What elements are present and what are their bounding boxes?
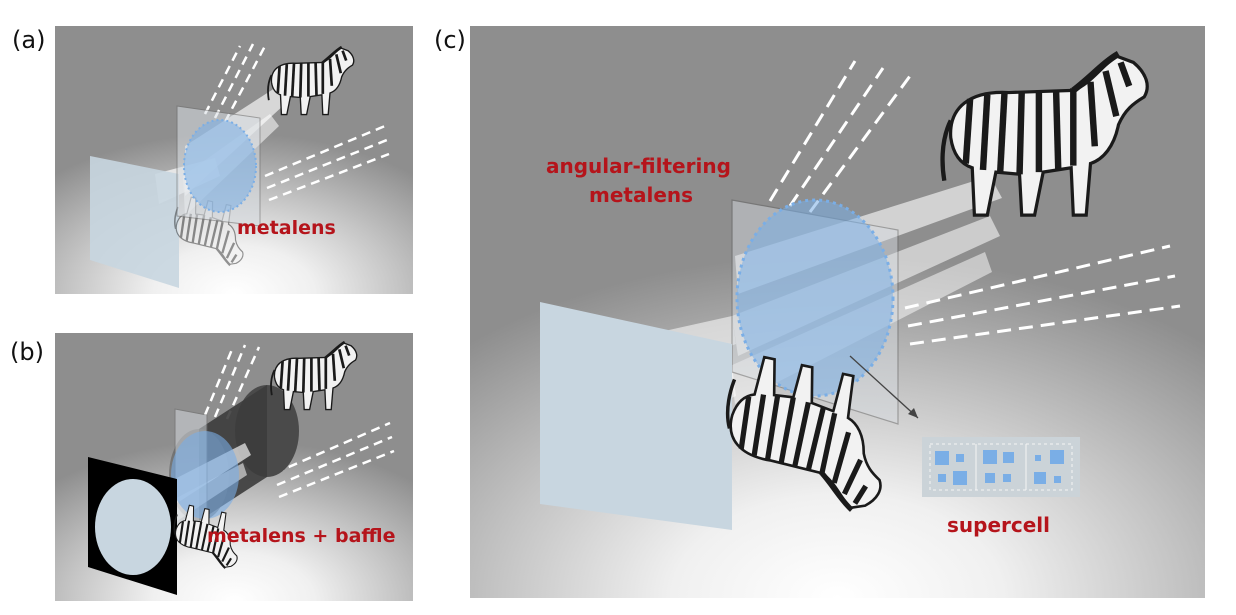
image-screen-a xyxy=(90,156,254,288)
supercell-pointer xyxy=(849,355,919,419)
panel-b-label: (b) xyxy=(10,338,44,366)
panel-a xyxy=(55,26,413,294)
panel-c-label: (c) xyxy=(434,26,466,54)
dashed-rays-c xyxy=(768,60,1181,346)
supercell-icon xyxy=(922,437,1080,497)
panel-b xyxy=(55,333,413,601)
caption-metalens-baffle: metalens + baffle xyxy=(207,525,396,547)
zebra-icon xyxy=(266,45,356,116)
dashed-rays-a xyxy=(203,43,390,202)
caption-metalens-c: metalens xyxy=(589,183,694,207)
caption-angular-filtering: angular-filtering xyxy=(546,154,731,178)
dashed-rays-b xyxy=(203,344,395,499)
panel-a-label: (a) xyxy=(12,26,46,54)
caption-metalens: metalens xyxy=(237,217,336,239)
zebra-c-icon xyxy=(943,54,1148,215)
image-screen-b xyxy=(88,457,248,595)
caption-supercell: supercell xyxy=(947,513,1051,537)
image-screen-c xyxy=(540,302,902,530)
panel-c xyxy=(470,26,1205,598)
pointer-arrowhead xyxy=(908,408,918,418)
zebra-b-icon xyxy=(269,340,359,411)
metalens-icon xyxy=(176,105,261,227)
